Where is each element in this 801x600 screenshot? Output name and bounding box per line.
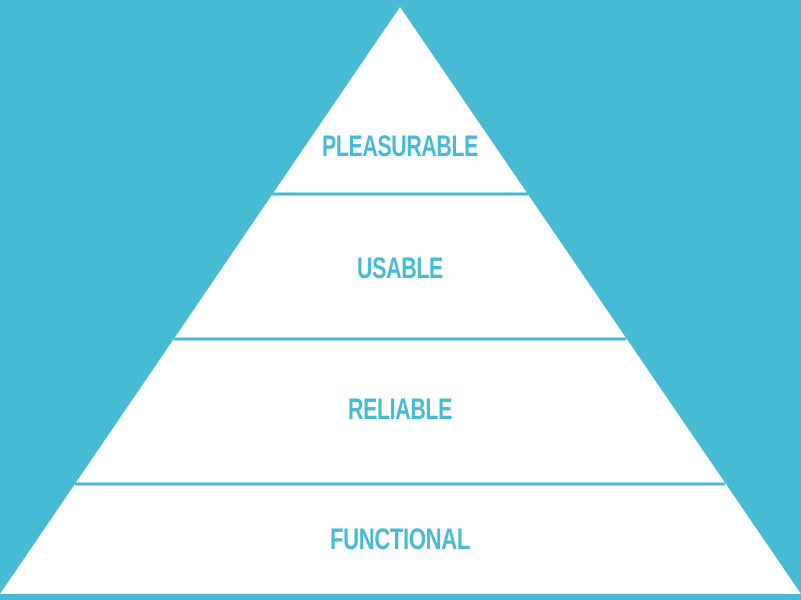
tier-label-pleasurable: PLEASURABLE [322,130,478,163]
tier-label-usable: USABLE [357,252,443,285]
tier-label-reliable: RELIABLE [348,393,452,426]
pyramid-shape [0,7,801,594]
tier-label-functional: FUNCTIONAL [330,523,470,556]
